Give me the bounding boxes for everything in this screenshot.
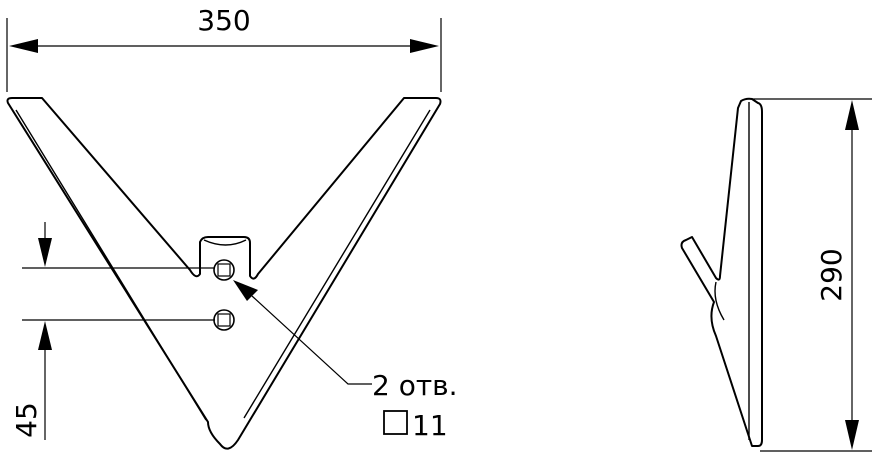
offset-label: 45 — [10, 402, 43, 438]
holes-count-text: 2 отв. — [372, 369, 458, 402]
width-arrow-left — [9, 39, 38, 53]
leader-arrow — [233, 280, 258, 301]
height-arrow-bottom — [845, 420, 859, 450]
holes-note: 2 отв. 11 — [372, 369, 458, 442]
mount-tab-notch — [203, 239, 247, 246]
height-arrow-top — [845, 100, 859, 130]
blade-right-edge — [243, 109, 431, 419]
side-profile-outline — [680, 97, 763, 447]
offset-arrow-top — [38, 238, 52, 267]
side-view-blade — [680, 97, 763, 447]
width-label: 350 — [197, 4, 250, 37]
mount-hole-lower — [213, 309, 235, 331]
offset-dimension: 45 — [10, 222, 215, 440]
height-dimension: 290 — [752, 98, 872, 452]
holes-size-text: 11 — [412, 409, 448, 442]
offset-arrow-bottom — [38, 321, 52, 350]
width-arrow-right — [410, 39, 439, 53]
side-profile-fold — [714, 281, 725, 321]
height-label: 290 — [815, 248, 848, 301]
square-symbol — [383, 410, 408, 435]
blade-left-edge — [15, 109, 207, 421]
width-dimension: 350 — [6, 4, 442, 92]
holes-leader — [233, 280, 372, 385]
mount-hole-upper — [213, 259, 235, 281]
